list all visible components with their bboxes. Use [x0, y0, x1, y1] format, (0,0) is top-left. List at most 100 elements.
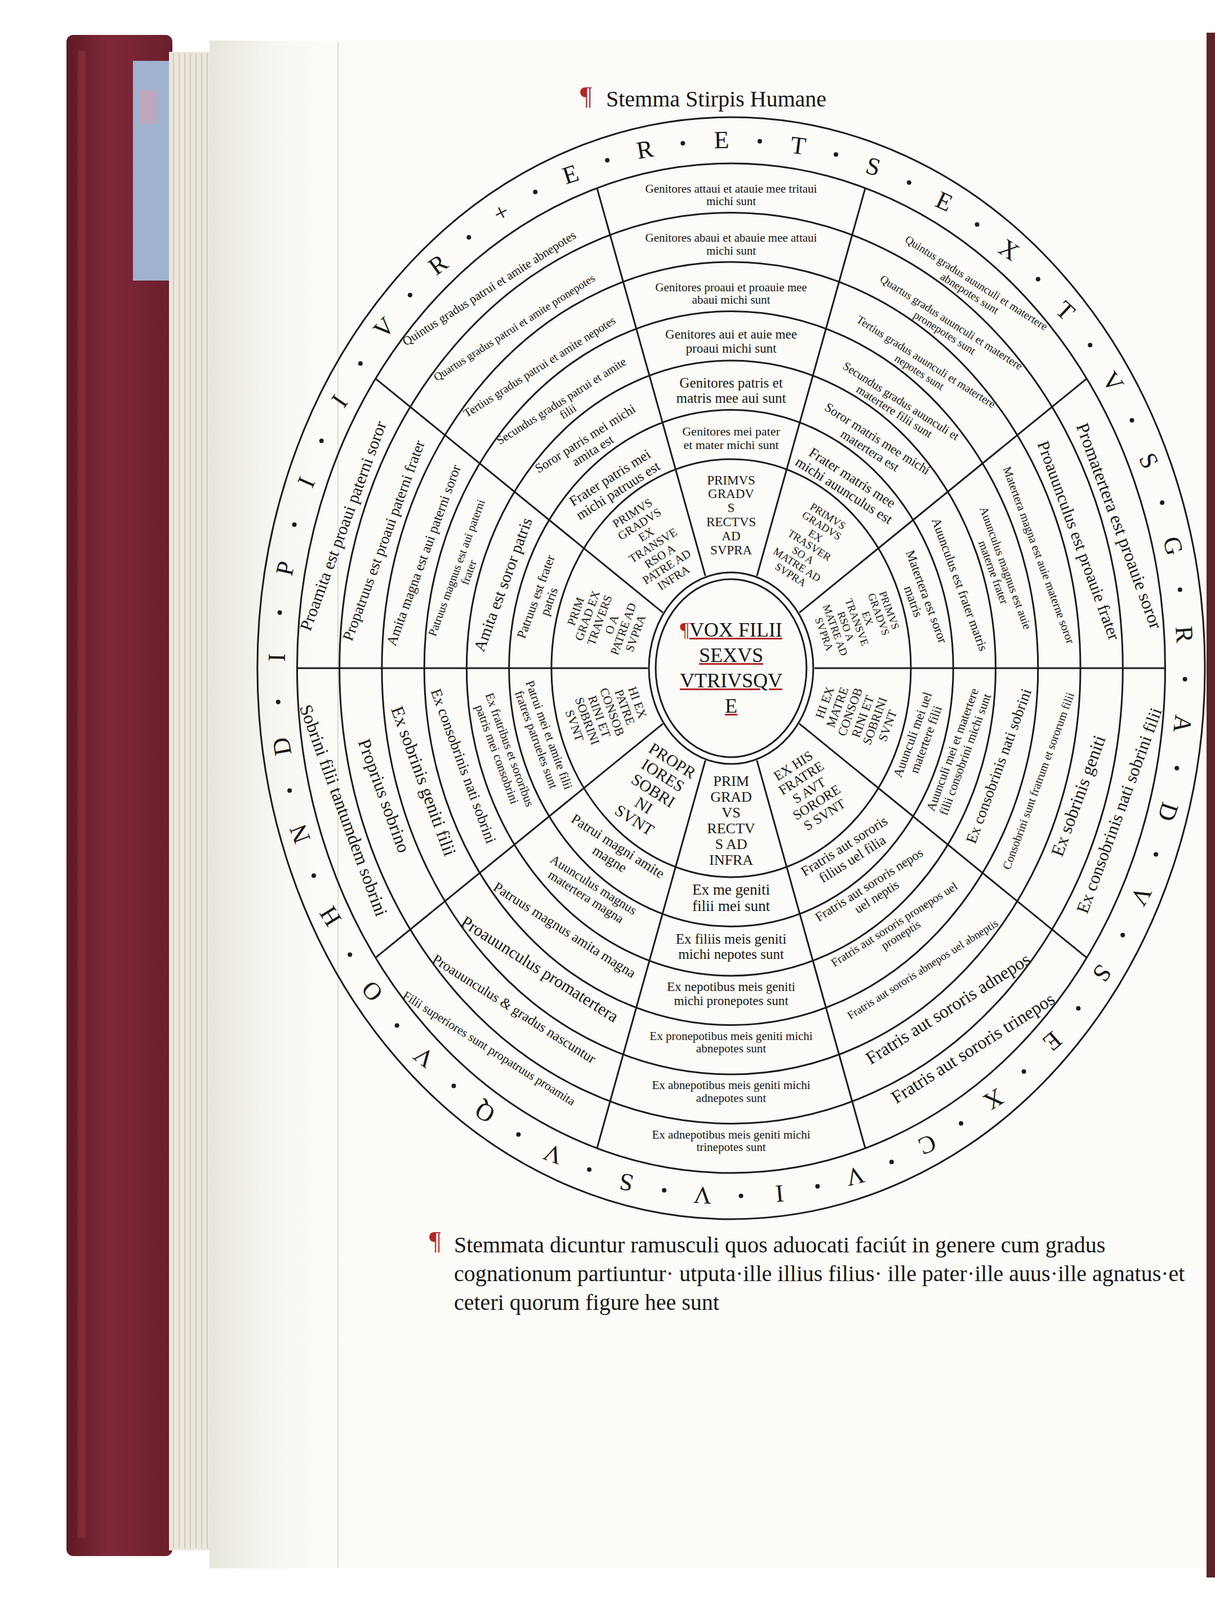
- inscription-dot: [276, 699, 281, 705]
- ring-cell: Genitores abaui et abauie mee attaui mic…: [638, 230, 824, 258]
- ring-cell: Genitores mei pater et mater michi sunt: [680, 421, 782, 456]
- inscription-dot: [394, 1022, 400, 1028]
- center-circle: ¶VOX FILII SEXVS VTRIVSQVE: [647, 571, 815, 765]
- cell-text: PRIM GRADVS RECTVS AD INFRA: [706, 772, 755, 869]
- page-block: [168, 51, 211, 1551]
- page-title: Stemma Stirpis Humane: [606, 85, 827, 113]
- cell-text: Ex abnepotibus meis geniti michi adnepot…: [651, 1078, 810, 1105]
- cell-text-block: Genitores attaui et atauie mee tritaui m…: [633, 182, 829, 208]
- ring-letter: T: [789, 132, 808, 160]
- cover-edge: [1206, 32, 1215, 1578]
- cell-text: Ex filiis meis geniti michi nepotes sunt: [675, 931, 787, 962]
- ring-cell: Genitores aui et auie mee proaui michi s…: [656, 326, 807, 357]
- cell-text-block: Genitores abaui et abauie mee attaui mic…: [638, 231, 824, 257]
- page-leaf: [209, 40, 1208, 1569]
- inscription-dot: [1177, 587, 1183, 593]
- cell-text-block: ¶VOX FILII SEXVS VTRIVSQVE: [679, 617, 783, 719]
- ring-cell: Ex filiis meis geniti michi nepotes sunt: [668, 929, 794, 963]
- inscription-dot: [680, 140, 685, 146]
- inscription-dot: [1120, 932, 1125, 938]
- ring-cell: Ex adnepotibus meis geniti michi trinepo…: [633, 1127, 829, 1155]
- cell-text-block: Ex abnepotibus meis geniti michi adnepot…: [638, 1078, 824, 1105]
- inscription-dot: [1182, 676, 1188, 682]
- cell-text-block: Ex filiis meis geniti michi nepotes sunt: [668, 931, 794, 962]
- pilcrow: ¶: [580, 83, 593, 110]
- inscription-dot: [319, 438, 324, 443]
- cell-text-block: Ex adnepotibus meis geniti michi trinepo…: [633, 1128, 829, 1154]
- center-outline: [647, 571, 815, 765]
- inscription-dot: [292, 522, 297, 527]
- ring-cell: PRIM GRADVS RECTVS AD INFRA: [706, 772, 757, 870]
- cell-text: Genitores attaui et atauie mee tritaui m…: [645, 181, 818, 209]
- center-ring: [648, 572, 814, 764]
- ring-circle: [296, 163, 1165, 1173]
- ring-cell: Ex pronepotibus meis geniti michi abnepo…: [643, 1028, 818, 1057]
- ring-letter: R: [1171, 625, 1197, 644]
- pilcrow: ¶: [429, 1227, 442, 1254]
- cell-text: Ex pronepotibus meis geniti michi abnepo…: [649, 1029, 813, 1056]
- inscription-dot: [347, 951, 353, 957]
- ring-lines: [257, 117, 1205, 1219]
- marbled-endpaper: [132, 60, 171, 281]
- ring-cell: Genitores patris et matris mee aui sunt: [668, 374, 794, 407]
- ring-letter: V: [692, 1181, 712, 1208]
- inscription-dot: [815, 1184, 820, 1189]
- inscription-dot: [586, 1167, 592, 1172]
- sector-divider: [296, 667, 648, 670]
- ring-letter: I: [264, 652, 290, 662]
- inscription-dot: [757, 139, 763, 144]
- inscription-dot: [532, 189, 538, 195]
- inscription-dot: [466, 234, 471, 240]
- inscription-dot: [1021, 1069, 1027, 1074]
- inscription-dot: [515, 1132, 521, 1137]
- pilcrow: ¶: [679, 618, 689, 642]
- cell-text: Ex adnepotibus meis geniti michi trinepo…: [651, 1127, 810, 1155]
- cell-text: Genitores proaui et proauie mee abaui mi…: [655, 280, 807, 307]
- page-edges: [173, 53, 208, 1548]
- ring-cell: Ex me geniti filii mei sunt: [680, 880, 782, 916]
- cell-text-block: Ex pronepotibus meis geniti michi abnepo…: [643, 1029, 818, 1056]
- ring-cell: Ex abnepotibus meis geniti michi adnepot…: [638, 1077, 824, 1106]
- inscription-dot: [604, 158, 610, 163]
- inscription-dot: [1129, 417, 1134, 423]
- inscription-dot: [1035, 277, 1041, 282]
- ring-cell: Genitores proaui et proauie mee abaui mi…: [643, 279, 818, 308]
- page-curl: [209, 40, 340, 1569]
- inscription-dot: [1075, 1006, 1081, 1011]
- inscription-dot: [287, 788, 292, 793]
- cell-text: Genitores mei pater et mater michi sunt: [682, 424, 781, 452]
- inscription-dot: [1153, 851, 1159, 857]
- cell-text: VOX FILII SEXVS VTRIVSQVE: [679, 618, 783, 718]
- sector-divider: [814, 667, 1166, 670]
- cell-text-block: Genitores aui et auie mee proaui michi s…: [656, 327, 807, 356]
- leather-highlight: [77, 50, 86, 1538]
- ring-cell: Genitores attaui et atauie mee tritaui m…: [633, 181, 829, 209]
- cell-text-block: Genitores mei pater et mater michi sunt: [680, 424, 782, 452]
- leather-binding: [66, 34, 173, 1556]
- cell-text-block: Genitores patris et matris mee aui sunt: [668, 375, 794, 406]
- cell-text-block: Ex nepotibus meis geniti michi pronepote…: [656, 980, 807, 1009]
- cell-text: Genitores abaui et abauie mee attaui mic…: [645, 230, 818, 258]
- inscription-dot: [1174, 765, 1179, 771]
- inscription-dot: [407, 292, 413, 298]
- inscription-dot: [738, 1193, 743, 1199]
- cell-text: Ex me geniti filii mei sunt: [692, 880, 771, 915]
- center-ring: [655, 579, 807, 758]
- inscription-dot: [975, 221, 980, 227]
- inscription-dot: [277, 610, 283, 615]
- cell-text-block: PRIM GRADVS RECTVS AD INFRA: [706, 773, 757, 869]
- ring-letter: E: [713, 127, 730, 153]
- inscription-dot: [906, 180, 912, 185]
- ring-cell: Ex nepotibus meis geniti michi pronepote…: [656, 978, 807, 1009]
- cell-text: Genitores patris et matris mee aui sunt: [675, 375, 786, 406]
- inscription-dot: [311, 873, 317, 878]
- inscription-dot: [833, 152, 839, 157]
- inscription-dot: [661, 1187, 667, 1193]
- inscription-dot: [889, 1159, 894, 1164]
- ring-circle: [257, 117, 1205, 1219]
- cell-text-block: PRIMVS GRADVS RECTVS AD SVPRA: [706, 473, 757, 558]
- inscription-dot: [958, 1120, 964, 1126]
- cell-text-block: Genitores proaui et proauie mee abaui mi…: [643, 281, 818, 307]
